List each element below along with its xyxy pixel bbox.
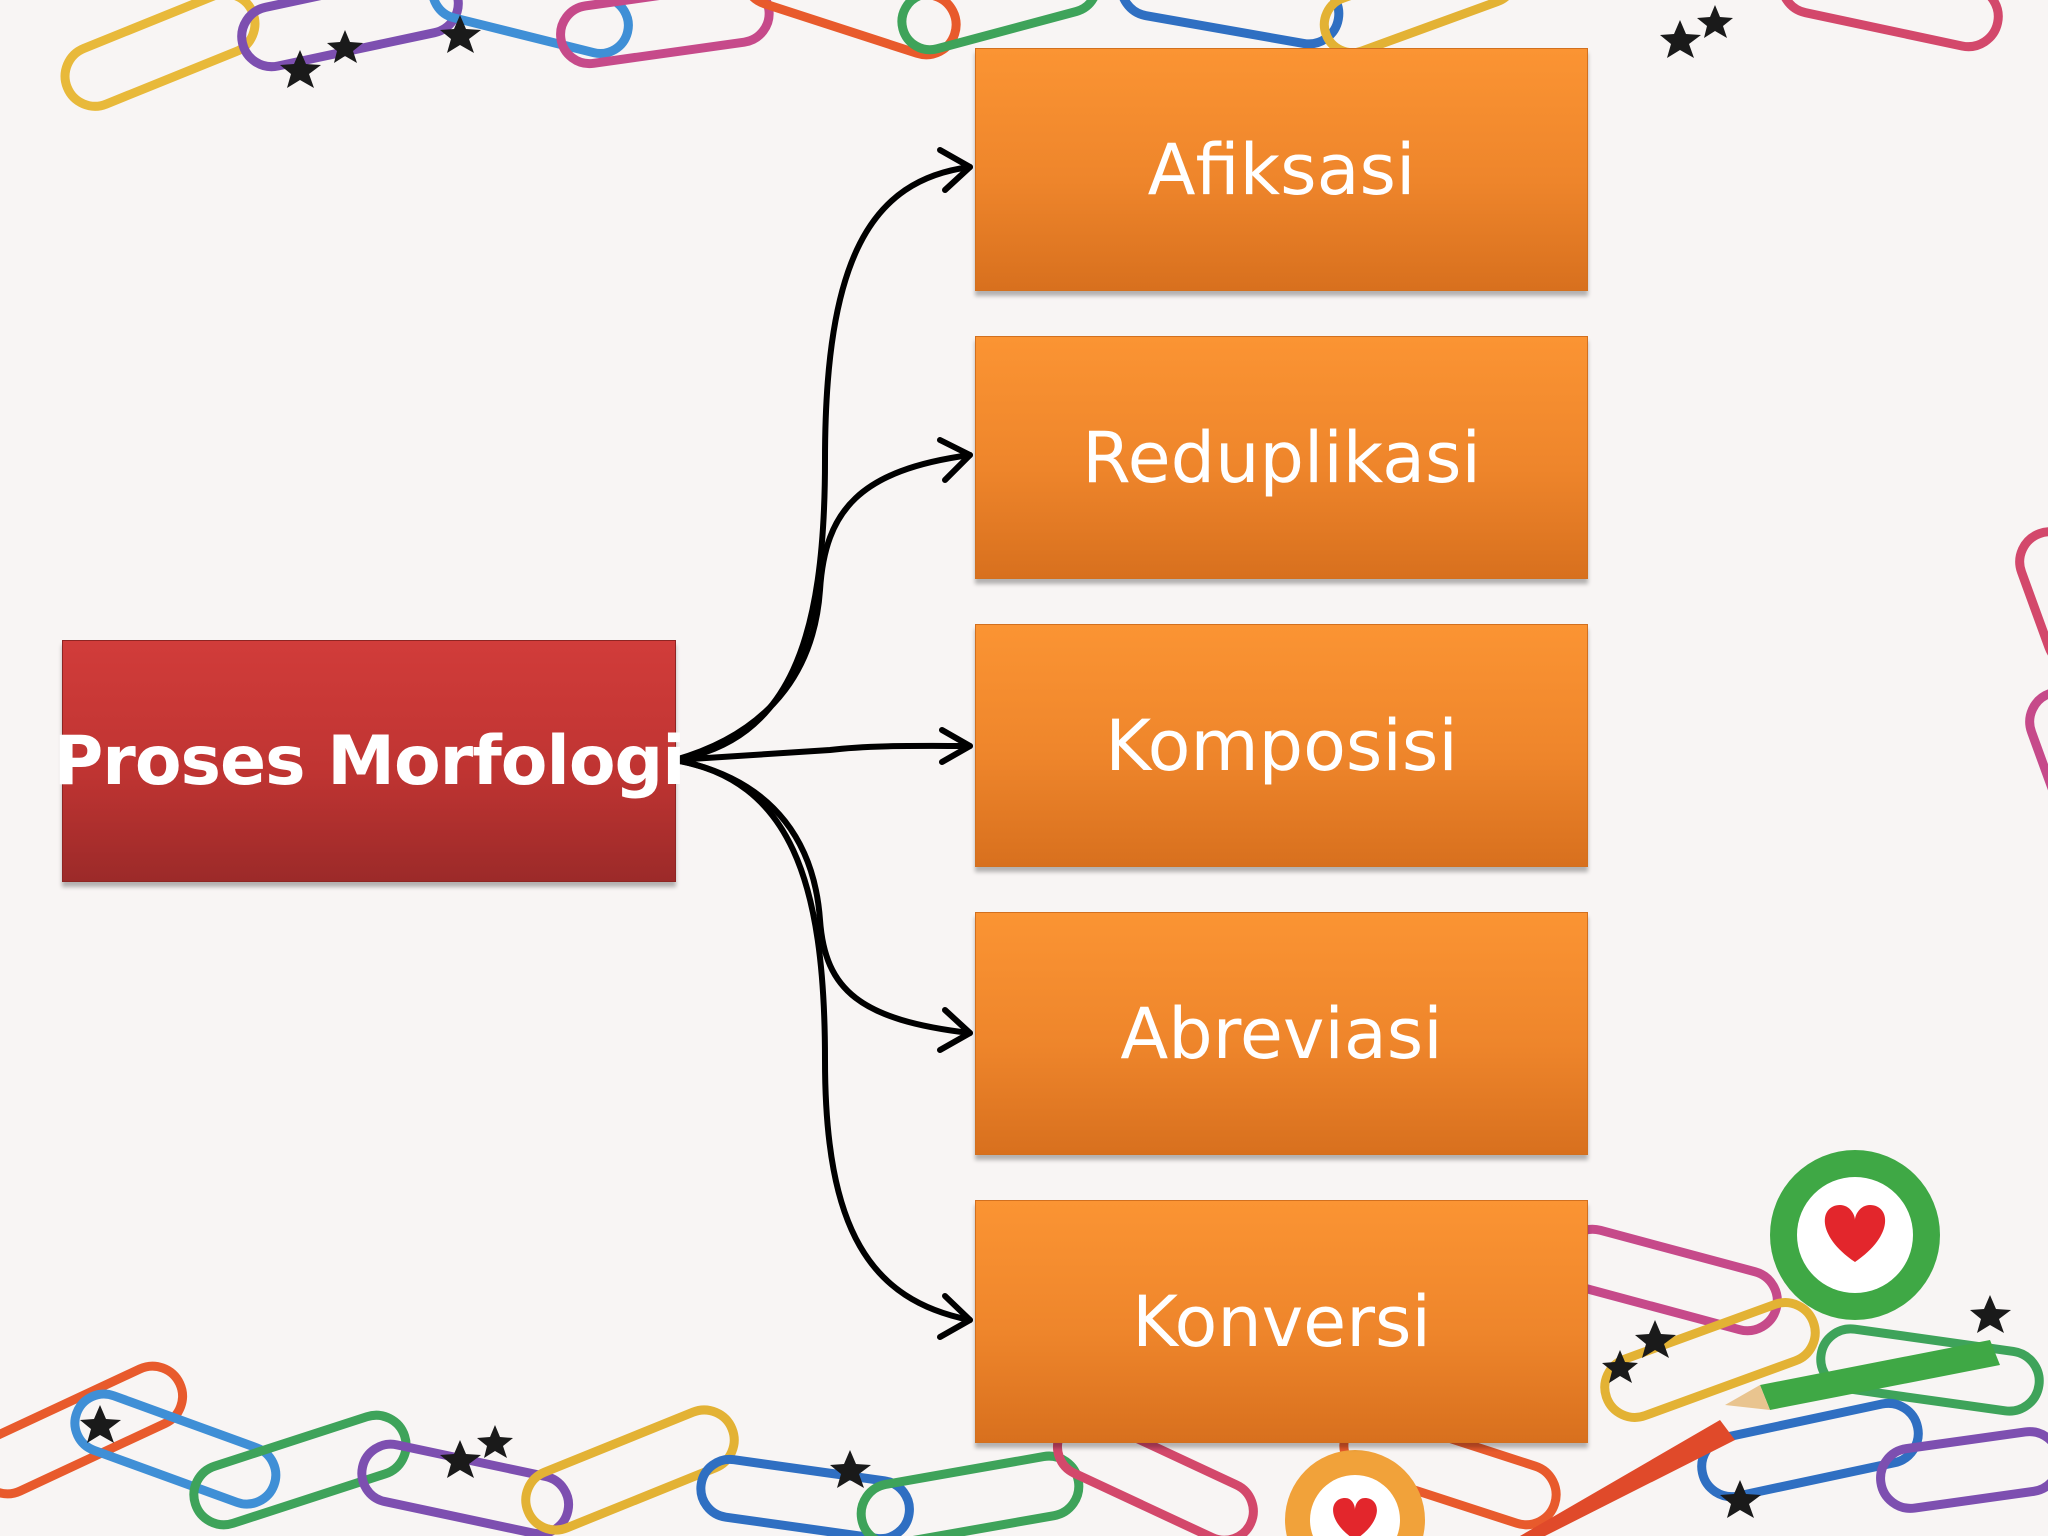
- arrow-to-abreviasi: [672, 757, 973, 1036]
- node-abreviasi: Abreviasi: [975, 912, 1588, 1155]
- node-label: Afiksasi: [1147, 128, 1416, 211]
- arrow-to-komposisi: [672, 742, 973, 763]
- root-node-proses-morfologi: Proses Morfologi: [53, 640, 686, 882]
- arrowhead-konversi: [937, 1293, 973, 1340]
- pencil-decoration: [1520, 1340, 2000, 1536]
- node-komposisi: Komposisi: [975, 624, 1588, 867]
- node-afiksasi: Afiksasi: [975, 48, 1588, 291]
- node-label: Konversi: [1132, 1280, 1431, 1363]
- arrowhead-reduplikasi: [937, 437, 973, 483]
- arrow-to-reduplikasi: [672, 452, 973, 763]
- node-konversi: Konversi: [975, 1200, 1588, 1443]
- node-label: Reduplikasi: [1082, 416, 1481, 499]
- node-label: Komposisi: [1105, 704, 1458, 787]
- node-label: Abreviasi: [1120, 992, 1443, 1075]
- arrowhead-komposisi: [939, 727, 973, 765]
- heart-eraser-decoration: [1285, 1150, 1940, 1536]
- star-decoration: [80, 5, 2011, 1518]
- arrowhead-afiksasi: [937, 147, 973, 193]
- node-reduplikasi: Reduplikasi: [975, 336, 1588, 579]
- root-node-label: Proses Morfologi: [53, 721, 685, 801]
- arrowhead-abreviasi: [937, 1007, 973, 1053]
- arrow-to-konversi: [672, 757, 973, 1323]
